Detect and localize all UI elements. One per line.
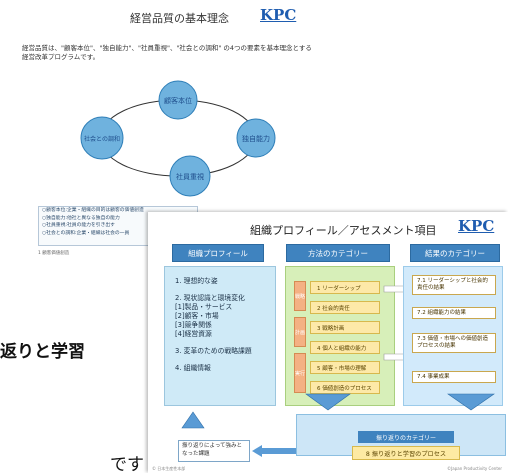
- cycle-node-top: 顧客本位: [158, 80, 198, 120]
- profile-item: [2]顧客・市場: [175, 312, 219, 320]
- result-item-7-1: 7.1 リーダーシップと社会的責任の結果: [412, 275, 496, 295]
- philosophy-cycle-diagram: 顧客本位 独自能力 社員重視 社会との調和: [80, 80, 276, 197]
- slide1-footnote: 1 顧客価値創造: [38, 251, 70, 256]
- result-item-7-4: 7.4 事業成果: [412, 371, 496, 383]
- process-item-3: 3 戦略計画: [310, 321, 380, 334]
- stage-tag: 計画: [294, 317, 306, 347]
- cycle-node-bottom: 社員重視: [169, 155, 211, 197]
- results-column: 7.1 リーダーシップと社会的責任の結果 7.2 組織能力の結果 7.3 価値・…: [403, 266, 503, 406]
- stage-tag: 実行: [294, 353, 306, 393]
- profile-item: 1. 理想的な姿: [175, 277, 218, 285]
- cycle-node-left: 社会との調和: [80, 116, 124, 160]
- list-item: ○社会との調和:企業・組織は社会の一員: [42, 230, 130, 236]
- cycle-label-right: 独自能力: [242, 134, 270, 143]
- header-process: 方法のカテゴリー: [286, 244, 390, 262]
- process-item-4: 4 個人と組織の能力: [310, 341, 380, 354]
- partial-heading-text: 返りと学習: [0, 342, 85, 362]
- profile-item: 2. 現状認識と環境変化: [175, 294, 245, 302]
- header-profile: 組織プロフィール: [172, 244, 264, 262]
- kpc-logo: KPC: [260, 6, 297, 24]
- reflection-note: 振り返りによって強みとなった課題: [178, 440, 250, 462]
- cycle-label-bottom: 社員重視: [176, 172, 204, 181]
- up-arrow: [181, 411, 205, 429]
- slide2-footer-left: © 日本生産性本部: [152, 466, 186, 471]
- slide2-footer-right: ©Japan Productivity Center: [447, 466, 502, 471]
- slide1-body-text: 経営品質は、"顧客本位"、"独自能力"、"社員重視"、"社会との調和" の4つの…: [22, 44, 312, 61]
- profile-item: [3]競争関係: [175, 321, 212, 329]
- cycle-node-right: 独自能力: [236, 118, 276, 158]
- process-column: 戦略 計画 実行 1 リーダーシップ 2 社会的責任 3 戦略計画 4 個人と組…: [285, 266, 395, 406]
- left-arrow: [252, 445, 296, 457]
- cycle-label-top: 顧客本位: [164, 96, 192, 105]
- list-item: ○独自能力:他社と異なる独自の能力: [42, 215, 120, 221]
- result-item-7-3: 7.3 価値・市場への価値創造プロセスの結果: [412, 333, 496, 353]
- result-item-7-2: 7.2 組織能力の結果: [412, 307, 496, 319]
- process-item-5: 5 顧客・市場の理解: [310, 361, 380, 374]
- partial-body-text: です: [110, 455, 144, 473]
- header-reflection: 振り返りのカテゴリー: [358, 431, 454, 443]
- reflection-item-8: 8 振り返りと学習のプロセス: [352, 446, 460, 460]
- slide2-title: 組織プロフィール／アセスメント項目: [250, 224, 437, 237]
- profile-item: 4. 組織情報: [175, 364, 211, 372]
- profile-column: 1. 理想的な姿 2. 現状認識と環境変化 [1]製品・サービス [2]顧客・市…: [164, 266, 276, 406]
- profile-item: [4]経営資源: [175, 330, 212, 338]
- header-results: 結果のカテゴリー: [410, 244, 500, 262]
- down-arrows: [305, 393, 495, 411]
- stage-tag: 戦略: [294, 281, 306, 311]
- slide-assessment-items: 組織プロフィール／アセスメント項目 KPC 組織プロフィール 方法のカテゴリー …: [148, 212, 508, 473]
- list-item: ○顧客本位:企業・組織の目的は顧客の価値創造: [42, 208, 144, 213]
- process-item-6: 6 価値創造のプロセス: [310, 381, 380, 394]
- process-item-1: 1 リーダーシップ: [310, 281, 380, 294]
- list-item: ○社員重視:社員の能力を引き出す: [42, 223, 115, 228]
- slide1-title: 経営品質の基本理念: [130, 12, 229, 25]
- profile-item: [1]製品・サービス: [175, 303, 233, 311]
- profile-item: 3. 変革のための戦略課題: [175, 347, 252, 355]
- kpc-logo: KPC: [458, 217, 495, 235]
- process-item-2: 2 社会的責任: [310, 301, 380, 314]
- cycle-label-left: 社会との調和: [84, 135, 120, 143]
